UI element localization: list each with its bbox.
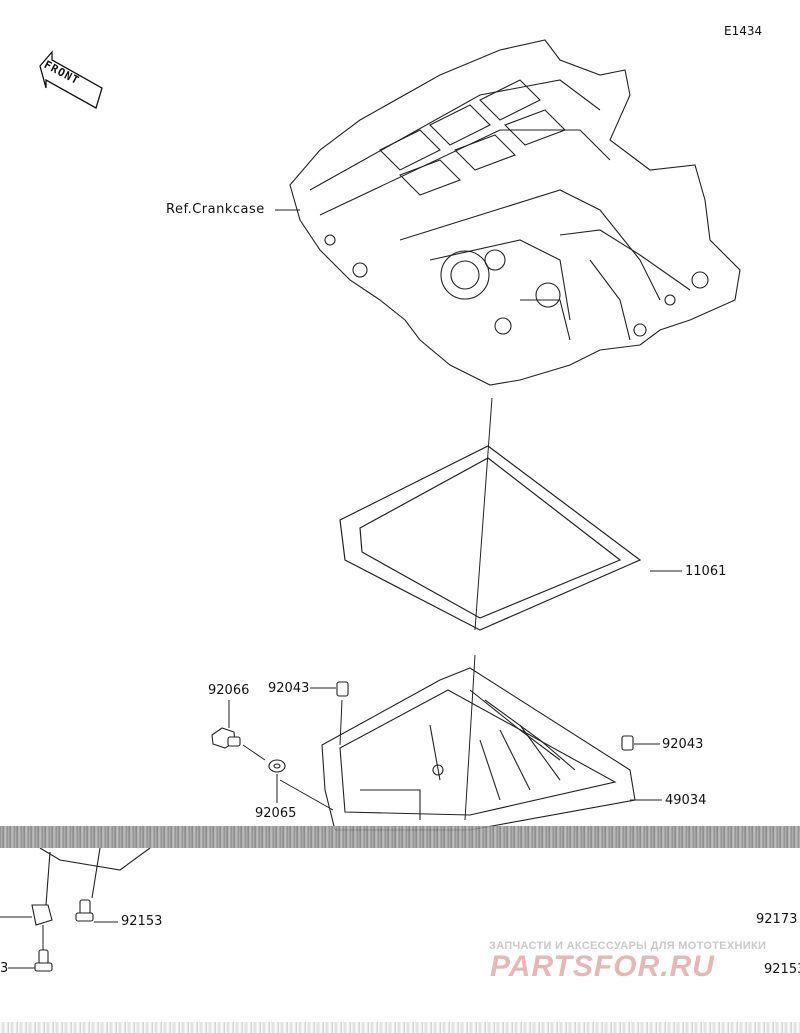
part-number-gasket[interactable]: 11061 [685, 564, 727, 579]
part-number-plug-bolt[interactable]: 92066 [208, 683, 250, 698]
plug-bolt-drawing [211, 727, 241, 749]
part-number-bolt-right-lower[interactable]: 92153 [764, 962, 800, 977]
bolt-left-drawing [34, 949, 53, 972]
front-arrow-icon [39, 50, 103, 109]
part-number-dowel-left[interactable]: 92043 [268, 681, 310, 696]
oil-pan-drawing [321, 667, 636, 831]
lower-bracket-drawing [39, 847, 151, 906]
diagram-code: E1434 [724, 24, 763, 38]
part-number-bolt-right-upper[interactable]: 92173 [756, 912, 798, 927]
scan-noise-band-bottom [0, 1022, 800, 1033]
part-number-washer[interactable]: 92065 [255, 806, 297, 821]
part-number-bolt-left-cut[interactable]: 3 [0, 961, 9, 976]
bolt-mid-drawing [75, 899, 94, 922]
washer-drawing [268, 759, 286, 773]
clamp-drawing [31, 904, 53, 926]
watermark-logo: PARTSFOR.RU [490, 950, 715, 983]
crankcase-drawing [289, 39, 741, 386]
ref-crankcase-label: Ref.Crankcase [166, 202, 265, 217]
part-number-bolt-mid[interactable]: 92153 [121, 914, 163, 929]
watermark-tagline: ЗАПЧАСТИ И АКСЕССУАРЫ ДЛЯ МОТОТЕХНИКИ [489, 940, 767, 952]
gasket-drawing [339, 445, 642, 631]
dowel-left-drawing [336, 681, 349, 697]
part-number-dowel-right[interactable]: 92043 [662, 737, 704, 752]
part-number-oil-pan[interactable]: 49034 [665, 793, 707, 808]
scan-noise-band [0, 826, 800, 848]
dowel-right-drawing [621, 735, 634, 751]
